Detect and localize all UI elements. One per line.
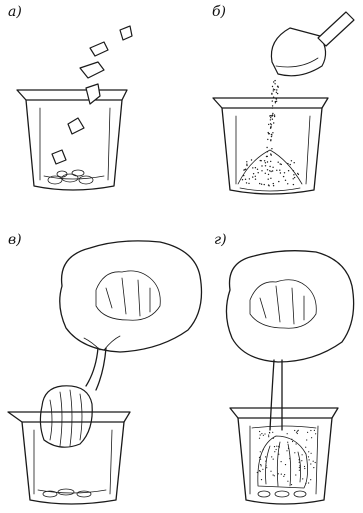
panel-b-scoop: [271, 12, 354, 76]
panel-b-soil-grains: [242, 80, 299, 187]
panel-g-tree-trunk: [270, 360, 282, 430]
panel-a-drainage-stones: [48, 170, 93, 184]
panel-v-rootball: [40, 386, 92, 447]
panel-b-pot: [213, 98, 328, 194]
panel-g-tree-crown: [226, 251, 353, 362]
panel-v-tree-crown: [60, 241, 202, 352]
panel-g-pot: [230, 408, 338, 504]
panel-a-pot: [17, 90, 127, 190]
panel-v-tree-trunk: [84, 336, 120, 390]
panel-a-falling-shards: [52, 26, 132, 164]
